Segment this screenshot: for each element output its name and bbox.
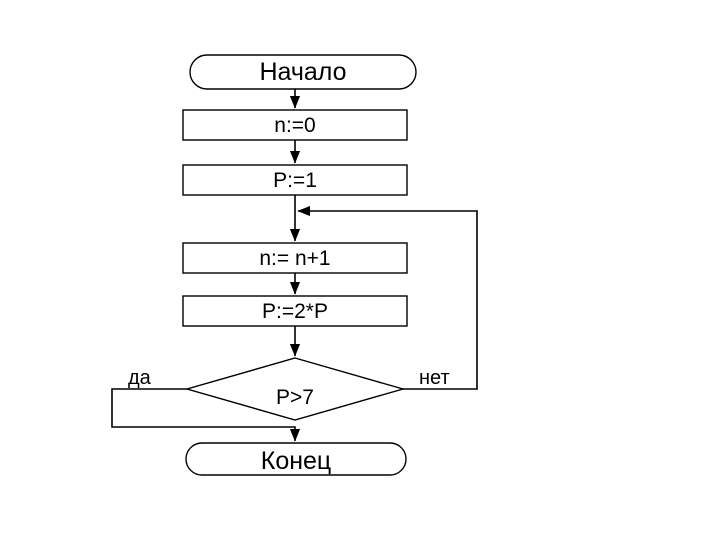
- shape-decision-condition: [184, 357, 406, 421]
- shape-start-terminator: [189, 54, 417, 90]
- node-double-p[interactable]: [183, 296, 407, 326]
- shape-process-init-p: [182, 164, 408, 196]
- shape-process-init-n: [182, 109, 408, 141]
- node-increment-n[interactable]: [183, 243, 407, 273]
- shape-process-increment-n: [182, 242, 408, 274]
- node-end[interactable]: [186, 443, 406, 475]
- connector-yes-branch-to-end: [111, 388, 301, 442]
- node-condition[interactable]: [187, 358, 403, 420]
- connector-no-branch-loopback: [297, 205, 478, 390]
- shape-end-terminator: [185, 442, 407, 476]
- node-start[interactable]: [190, 55, 416, 89]
- node-init-p[interactable]: [183, 165, 407, 195]
- node-init-n[interactable]: [183, 110, 407, 140]
